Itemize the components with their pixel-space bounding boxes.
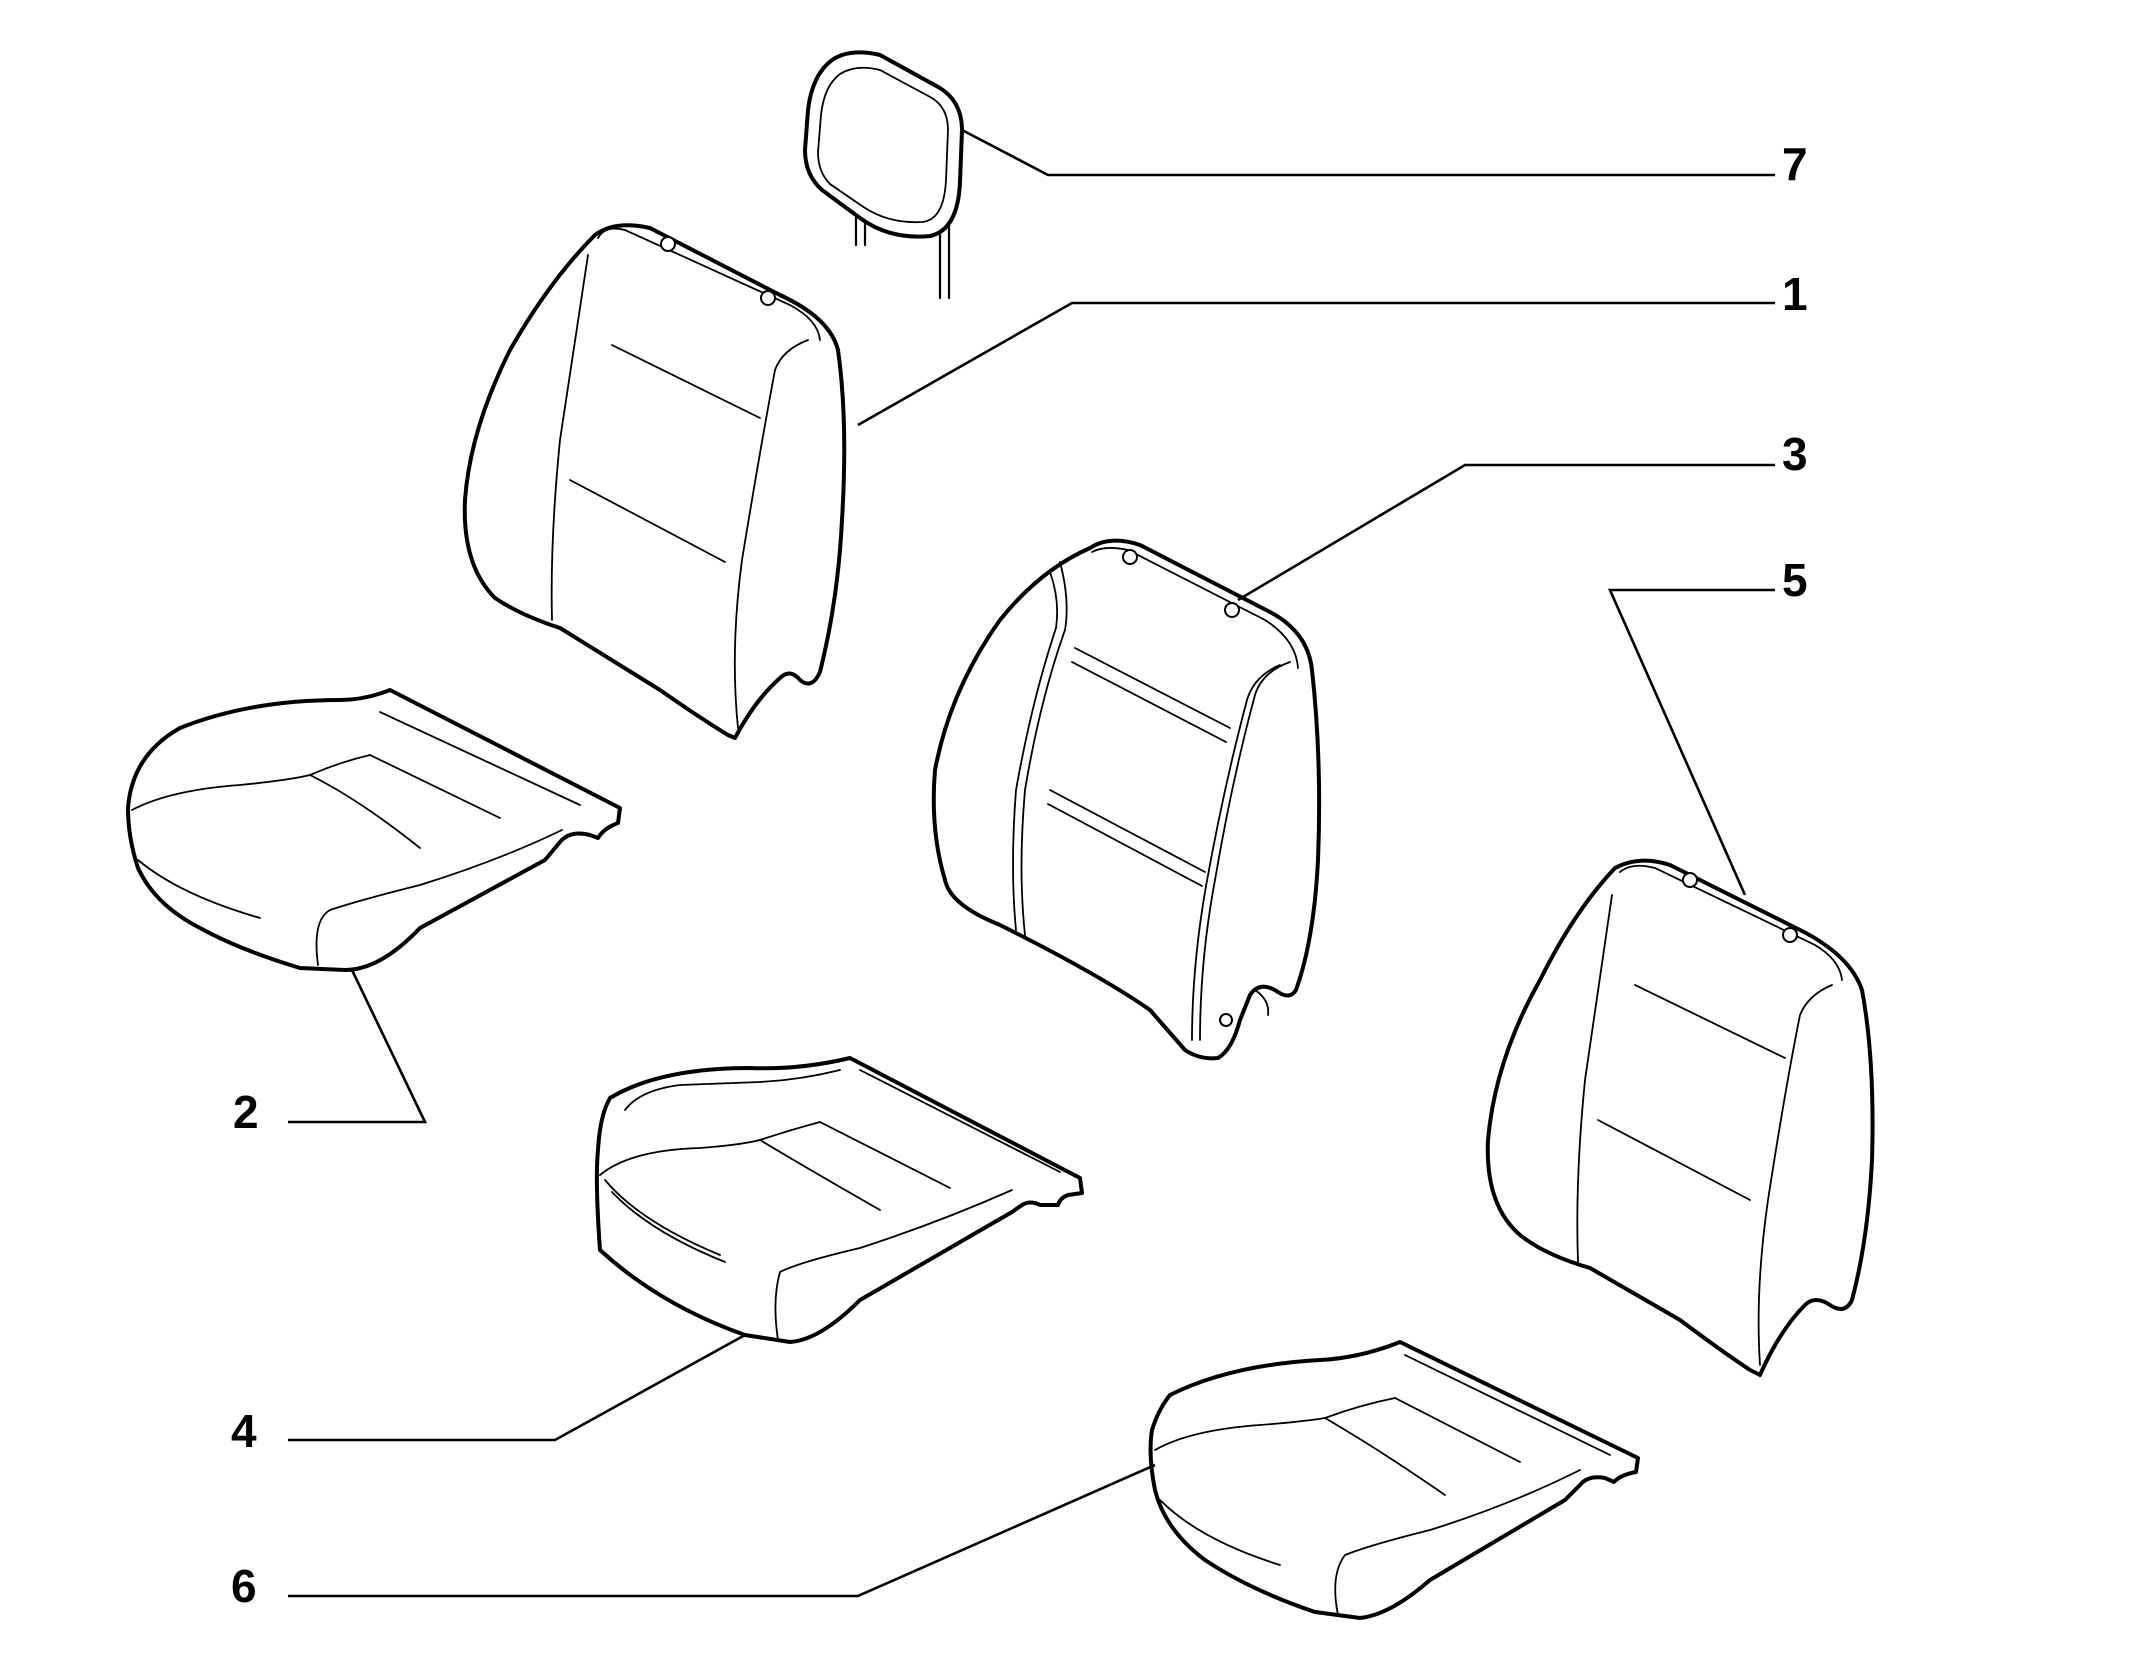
leader-line-6 [288, 1463, 1156, 1598]
headrest-part [803, 50, 964, 300]
leader-line-3 [1237, 463, 1775, 602]
seat-back-upholstery-part-1 [462, 223, 847, 740]
leader-line-5 [1608, 588, 1775, 896]
callout-labels: 7 1 3 5 2 4 6 [231, 138, 1808, 1612]
leader-lines [288, 128, 1775, 1598]
callout-4: 4 [231, 1405, 257, 1457]
callout-6: 6 [231, 1560, 257, 1612]
callout-1: 1 [1782, 268, 1808, 320]
callout-5: 5 [1782, 554, 1808, 606]
seat-cushion-upholstery-part-6 [1148, 1340, 1640, 1620]
seat-cushion-frame-part-4 [594, 1056, 1084, 1344]
seat-back-frame-part-3 [931, 538, 1322, 1061]
callout-2: 2 [233, 1086, 259, 1138]
seat-back-upholstery-part-5 [1485, 858, 1875, 1377]
seat-cushion-upholstery-part-2 [126, 688, 622, 972]
leader-line-4 [288, 1333, 746, 1442]
callout-7: 7 [1782, 138, 1808, 190]
leader-line-7 [961, 128, 1775, 177]
callout-3: 3 [1782, 428, 1808, 480]
leader-line-2 [288, 969, 428, 1124]
leader-line-1 [857, 301, 1775, 427]
